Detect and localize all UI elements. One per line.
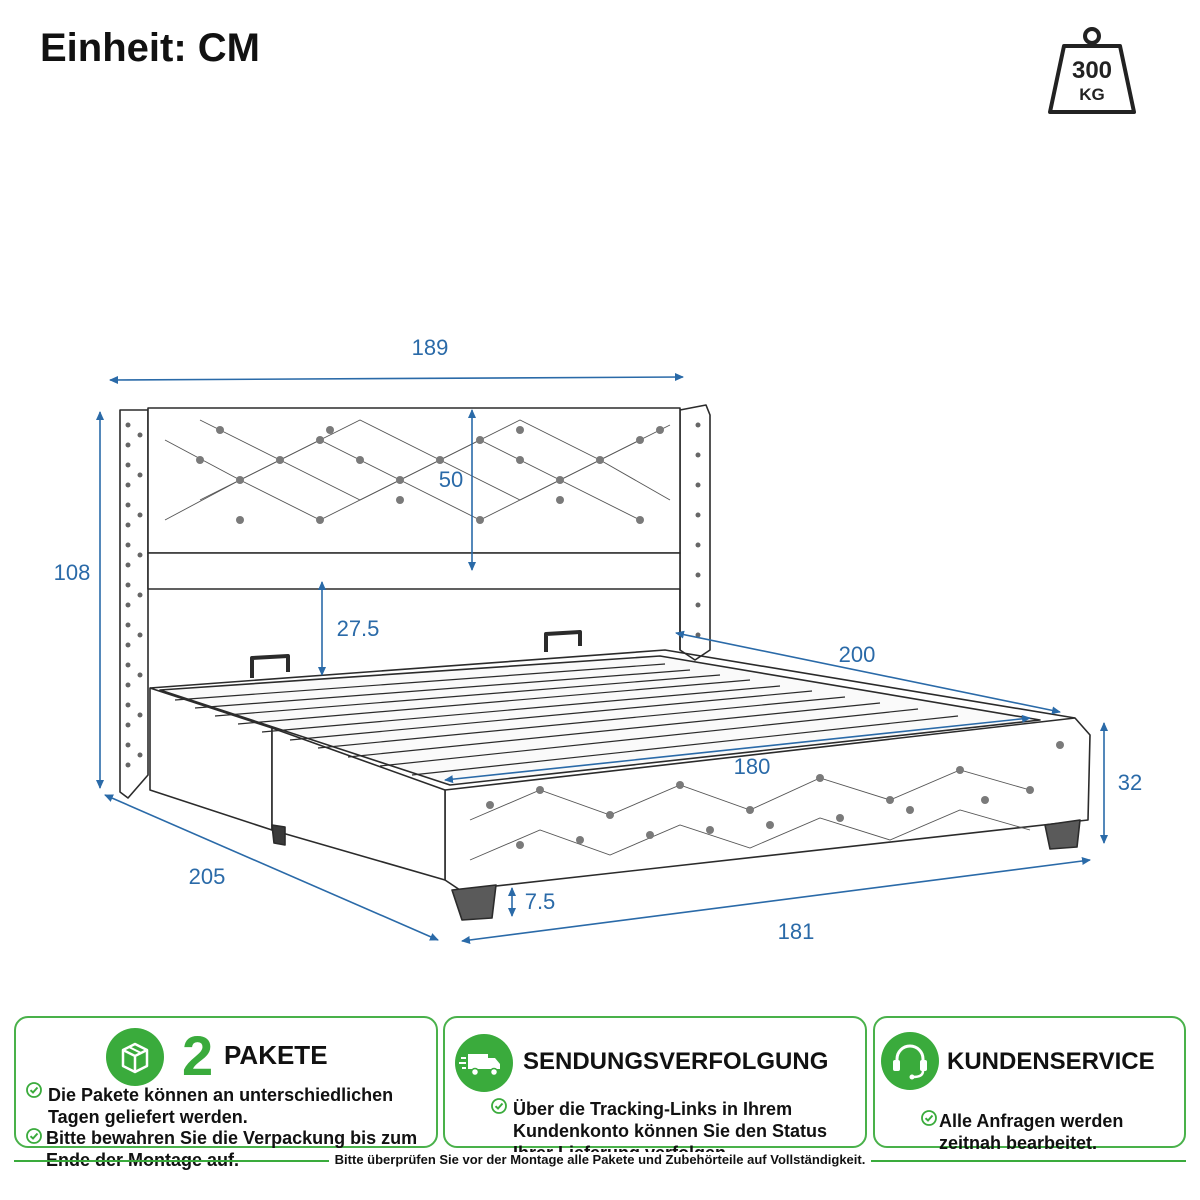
right-wing xyxy=(679,404,711,661)
weight-icon: 300 KG xyxy=(1044,26,1140,116)
dim-headboard-cushion: 50 xyxy=(439,467,463,492)
headboard-panel xyxy=(147,407,681,554)
weight-unit: KG xyxy=(1079,85,1105,104)
dim-leg-height: 7.5 xyxy=(525,889,556,914)
front-leg-right xyxy=(1044,819,1081,850)
service-item-1: Alle Anfragen werden zeitnah bearbeitet. xyxy=(939,1111,1124,1153)
dim-line-200 xyxy=(675,630,1061,715)
dim-line-205 xyxy=(104,794,439,941)
left-wing xyxy=(119,409,149,799)
delivery-truck-icon xyxy=(455,1034,513,1092)
service-title: KUNDENSERVICE xyxy=(947,1048,1155,1075)
packages-title: PAKETE xyxy=(224,1040,328,1070)
dim-headboard-width: 189 xyxy=(412,335,449,360)
packages-item-1: Die Pakete können an unterschiedlichen T… xyxy=(48,1085,394,1127)
check-icon xyxy=(26,1082,42,1098)
check-icon xyxy=(26,1128,42,1144)
unit-title: Einheit: CM xyxy=(40,26,260,70)
bed-frame xyxy=(119,404,1091,921)
headboard-strip xyxy=(147,552,681,590)
headset-icon xyxy=(881,1032,939,1090)
dim-total-height: 108 xyxy=(54,560,91,585)
dim-line-180 xyxy=(444,714,1031,784)
footer: Bitte überprüfen Sie vor der Montage all… xyxy=(0,1151,1200,1169)
handle-right xyxy=(544,630,582,652)
front-leg-left xyxy=(451,884,497,921)
tracking-panel: SENDUNGSVERFOLGUNG Über die Tracking-Lin… xyxy=(443,1016,867,1163)
dim-total-length: 205 xyxy=(189,864,226,889)
package-icon xyxy=(106,1028,164,1086)
dim-line-189 xyxy=(109,373,684,384)
check-icon xyxy=(491,1098,507,1114)
packages-panel: 2 PAKETE Die Pakete können an unterschie… xyxy=(14,1016,438,1148)
tracking-title: SENDUNGSVERFOLGUNG xyxy=(523,1048,829,1075)
bed-diagram: 189 108 50 27.5 200 180 32 205 7.5 181 xyxy=(54,335,1143,944)
dim-length: 200 xyxy=(839,642,876,667)
footer-note: Bitte überprüfen Sie vor der Montage all… xyxy=(328,1152,872,1167)
weight-value: 300 xyxy=(1072,57,1112,84)
dim-inner-width: 180 xyxy=(734,754,771,779)
package-count: 2 xyxy=(182,1024,214,1087)
dim-total-width: 181 xyxy=(778,919,815,944)
dim-headboard-gap: 27.5 xyxy=(337,616,380,641)
service-panel: KUNDENSERVICE Alle Anfragen werden zeitn… xyxy=(873,1016,1186,1153)
check-icon xyxy=(921,1110,937,1126)
dim-footboard-height: 32 xyxy=(1118,770,1142,795)
back-leg xyxy=(271,824,286,846)
handle-left xyxy=(250,654,290,678)
nailhead-trim xyxy=(125,422,701,768)
dim-line-181 xyxy=(461,857,1091,944)
